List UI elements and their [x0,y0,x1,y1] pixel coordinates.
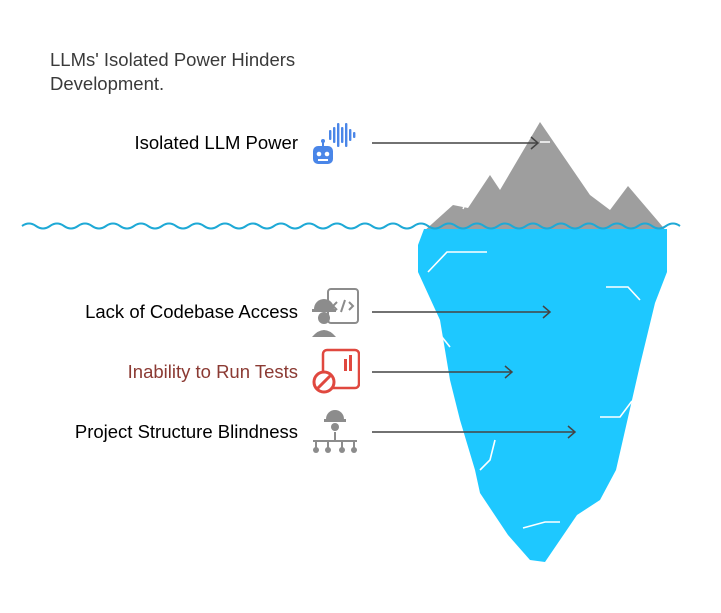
diagram-title: LLMs' Isolated Power Hinders Development… [50,49,296,94]
label-isolated-llm-power: Isolated LLM Power [134,132,298,153]
arrow-inability-to-run-tests [372,365,514,379]
developer-code-icon [308,287,360,339]
water-line [21,222,681,230]
robot-voice-icon [308,118,360,170]
label-project-structure-blindness: Project Structure Blindness [74,421,298,442]
arrow-isolated-llm-power [372,136,540,150]
label-lack-of-codebase-access: Lack of Codebase Access [85,301,298,322]
iceberg-tip [423,122,667,232]
label-inability-to-run-tests: Inability to Run Tests [127,361,298,382]
worker-network-icon [308,407,360,459]
iceberg-body [418,229,667,562]
arrow-lack-of-codebase-access [372,305,552,319]
arrow-project-structure-blindness [372,425,577,439]
blocked-report-icon [308,347,361,399]
